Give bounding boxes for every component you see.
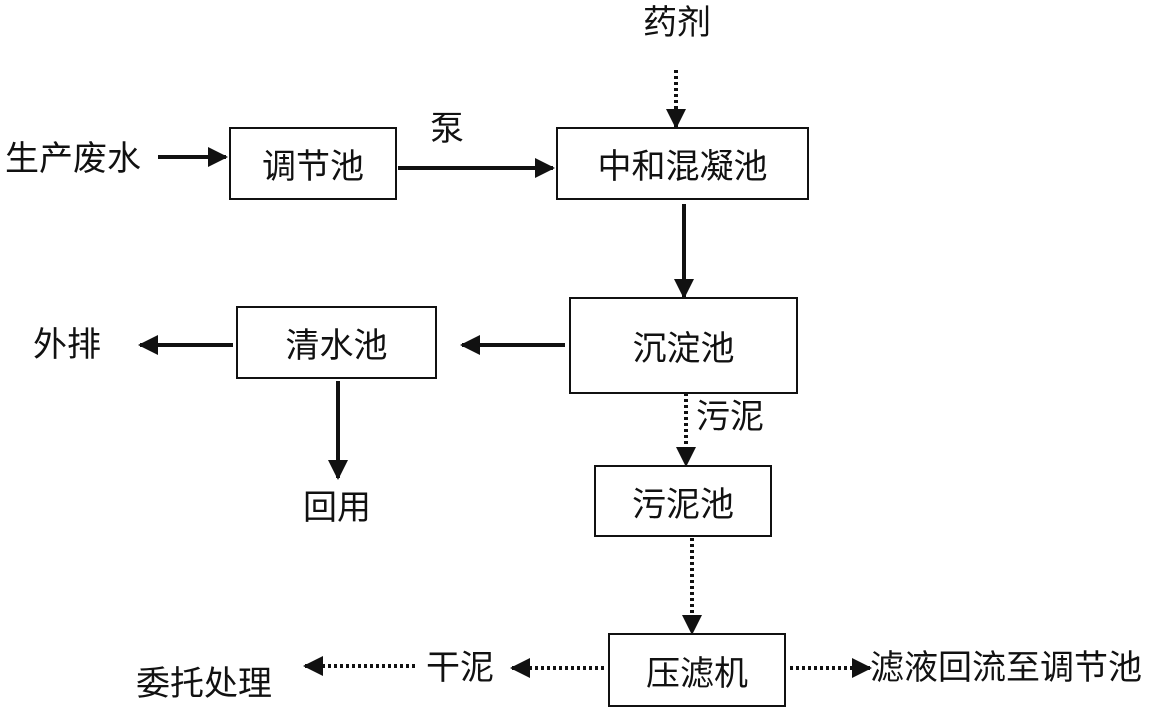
filtrate-return-label: 滤液回流至调节池 [870, 648, 1142, 688]
reuse-label: 回用 [303, 488, 371, 528]
discharge-label: 外排 [33, 325, 101, 365]
sludge-label: 污泥 [696, 397, 764, 437]
pump-label: 泵 [430, 109, 464, 149]
regulating-tank-box: 调节池 [229, 127, 397, 200]
clear-water-tank-box: 清水池 [236, 306, 437, 379]
chemicals-label: 药剂 [643, 3, 711, 43]
outsourced-disposal-label: 委托处理 [136, 664, 272, 704]
production-wastewater-label: 生产废水 [5, 139, 141, 179]
dry-sludge-label: 干泥 [426, 648, 494, 688]
filter-press-box: 压滤机 [608, 633, 786, 707]
neutralization-coagulation-tank-box: 中和混凝池 [556, 127, 809, 200]
sedimentation-tank-box: 沉淀池 [569, 297, 798, 394]
sludge-tank-box: 污泥池 [594, 465, 772, 537]
